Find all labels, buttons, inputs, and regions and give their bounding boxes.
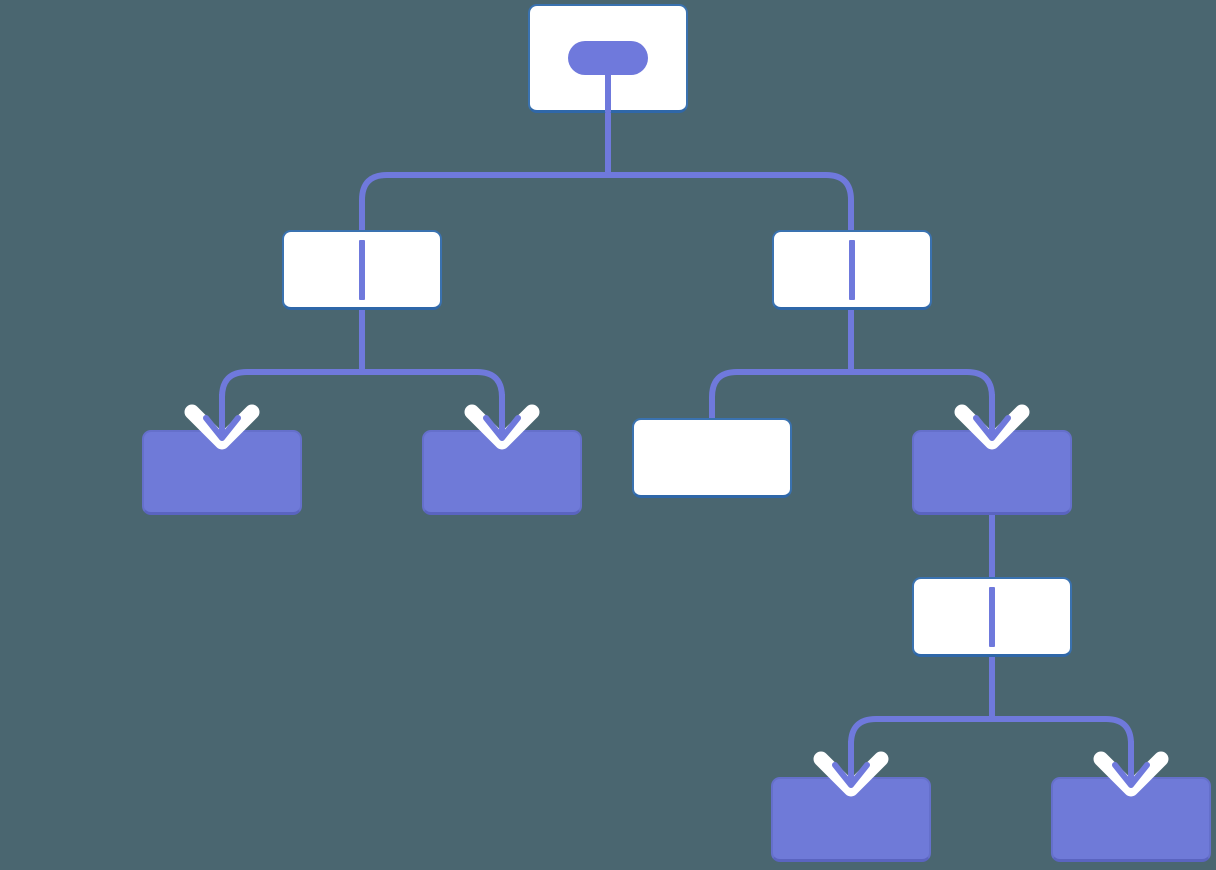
node-n7[interactable] [912,430,1072,515]
node-n1-inner-connector [605,70,611,113]
node-n8-inner-connector [989,587,995,647]
node-n5[interactable] [422,430,582,515]
edge-n1-n3 [605,113,854,230]
node-n1-badge [568,41,648,75]
edge-n3-n6 [709,310,854,418]
node-n6[interactable] [632,418,792,498]
node-n9[interactable] [771,777,931,862]
edge-n1-n2 [359,113,611,230]
node-n10[interactable] [1051,777,1211,862]
node-n4[interactable] [142,430,302,515]
node-n2-inner-connector [359,240,365,300]
node-n3-inner-connector [849,240,855,300]
